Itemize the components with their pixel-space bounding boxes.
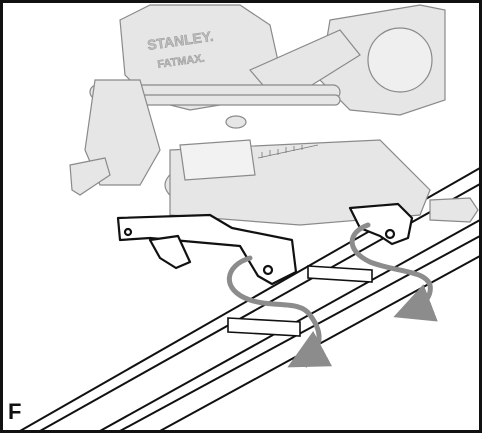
arrow-tips bbox=[300, 302, 424, 368]
rotation-arrows bbox=[226, 222, 438, 368]
figure-label: F bbox=[8, 399, 22, 424]
left-mounting-bracket bbox=[116, 213, 298, 286]
miter-saw bbox=[69, 4, 479, 226]
miter-scale bbox=[257, 144, 319, 159]
